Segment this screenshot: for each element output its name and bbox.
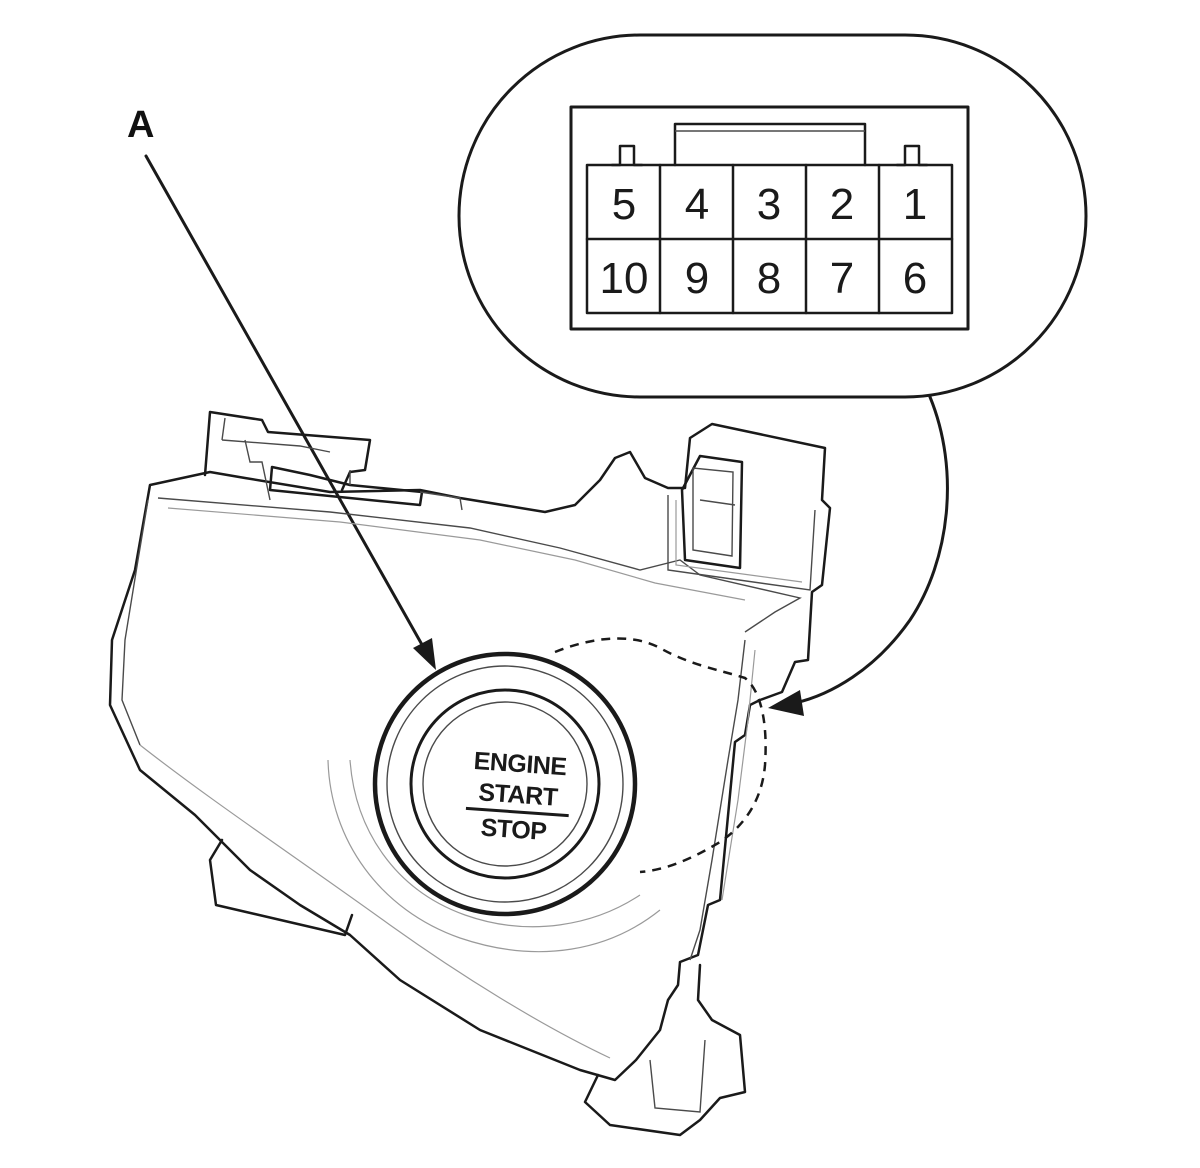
connector-socket-inner — [692, 467, 736, 557]
housing-lower-mount-right-inner — [649, 1039, 706, 1113]
connector-housing — [569, 105, 970, 331]
button-label-divider — [465, 806, 569, 818]
housing-top-clip-inner — [221, 417, 331, 501]
housing-top-rim-inner — [167, 507, 746, 601]
pin-number: 10 — [600, 254, 649, 303]
pin-number: 1 — [903, 180, 927, 229]
hidden-connector-dashed — [554, 637, 767, 874]
housing-lower-mount-left — [208, 838, 354, 937]
button-bezel-outer-arc — [327, 759, 661, 953]
housing-lower-contour — [139, 744, 611, 1059]
switch-housing — [108, 410, 832, 1137]
button-ring-2 — [386, 665, 624, 903]
connector-pointer-arrowhead — [768, 690, 804, 716]
button-label-stop: STOP — [480, 814, 547, 847]
pin-number: 9 — [685, 254, 709, 303]
callout-a-leader-line — [144, 154, 427, 652]
housing-top-rim — [157, 497, 802, 633]
button-label: ENGINE START STOP — [465, 747, 569, 847]
pin-number: 2 — [830, 180, 854, 229]
connector-lock-tab — [673, 122, 867, 167]
pin-number: 3 — [757, 180, 781, 229]
connector-socket-frame-inner — [675, 500, 803, 583]
connector-detail-view: 5 4 3 2 1 10 9 8 7 6 — [457, 33, 1088, 716]
pin-number: 8 — [757, 254, 781, 303]
callout-label-a: A — [127, 104, 154, 146]
button-label-start: START — [478, 778, 559, 811]
connector-socket-frame — [667, 495, 816, 591]
button-face — [422, 701, 588, 867]
connector-guide-left — [610, 144, 644, 167]
housing-top-clip — [203, 410, 372, 492]
pin-number: 6 — [903, 254, 927, 303]
connector-detail-bubble — [457, 33, 1088, 399]
connector-socket — [680, 454, 744, 570]
button-outer-ring — [372, 651, 638, 917]
housing-right-edge-inner — [721, 649, 756, 901]
pin-number: 4 — [685, 180, 709, 229]
housing-slot-edge — [349, 470, 463, 511]
pin-number: 7 — [830, 254, 854, 303]
housing-right-edge — [689, 639, 746, 961]
engine-start-stop-button: ENGINE START STOP — [372, 651, 638, 917]
button-label-engine: ENGINE — [473, 747, 568, 781]
button-bezel-inner-arc — [349, 759, 641, 928]
callout-a: A — [127, 104, 436, 670]
connector-guide-right — [895, 144, 929, 167]
housing-lower-mount-right — [583, 963, 747, 1137]
pin-number: 5 — [612, 180, 636, 229]
button-ring-3 — [409, 688, 601, 880]
callout-a-arrowhead — [413, 638, 436, 670]
connector-pointer-curve — [793, 395, 949, 705]
housing-side-fold — [121, 499, 149, 746]
